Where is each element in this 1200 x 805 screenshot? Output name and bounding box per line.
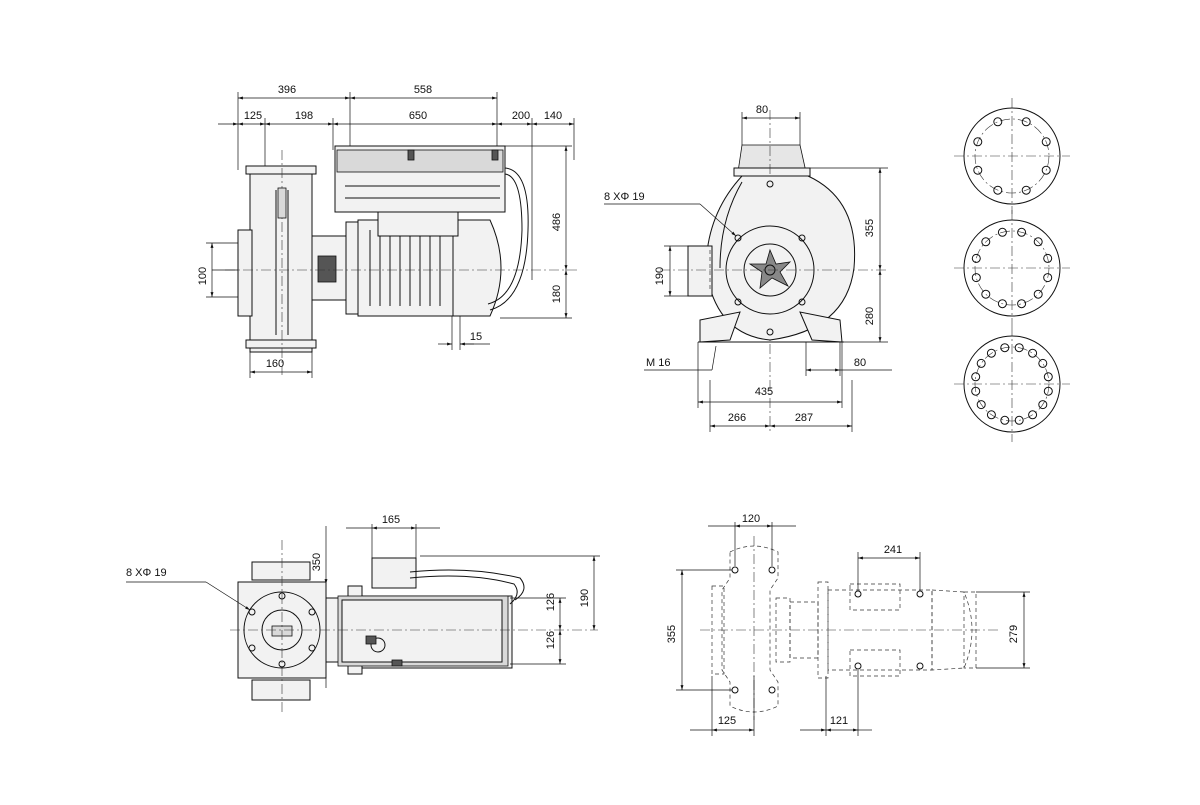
dim-190-top: 190 bbox=[579, 589, 591, 607]
flange-bolt-hole bbox=[1041, 137, 1051, 147]
flange-bolt-hole bbox=[973, 165, 983, 175]
flange-view bbox=[954, 210, 1070, 326]
dim-486: 486 bbox=[551, 213, 563, 231]
bottom-view: 120 241 355 279 125 121 bbox=[666, 513, 1030, 736]
dim-126b: 126 bbox=[545, 631, 557, 649]
front-view: 396 558 125 198 650 200 140 486 180 100 … bbox=[197, 84, 580, 378]
flange-bolt-hole bbox=[997, 299, 1007, 309]
flange-bolt-hole bbox=[976, 400, 986, 410]
side-view: 80 355 280 190 435 266 287 80 8 XΦ 19 M … bbox=[604, 104, 892, 432]
flange-bolt-hole bbox=[1043, 253, 1053, 263]
flange-bolt-hole bbox=[1043, 386, 1053, 396]
dim-350: 350 bbox=[311, 553, 323, 571]
flange-bolt-hole bbox=[993, 185, 1003, 195]
flange-set bbox=[954, 98, 1070, 442]
flange-bolt-hole bbox=[971, 386, 981, 396]
flange-bolt-hole bbox=[976, 358, 986, 368]
dim-125-bottom: 125 bbox=[718, 715, 736, 727]
dim-650: 650 bbox=[409, 110, 427, 122]
bolt-callout-top: 8 XΦ 19 bbox=[126, 567, 167, 579]
dim-200: 200 bbox=[512, 110, 530, 122]
dim-241: 241 bbox=[884, 544, 902, 556]
dim-435: 435 bbox=[755, 386, 773, 398]
dim-15: 15 bbox=[470, 331, 482, 343]
dim-126a: 126 bbox=[545, 593, 557, 611]
dim-355: 355 bbox=[864, 219, 876, 237]
dim-190: 190 bbox=[654, 267, 666, 285]
dim-80-top: 80 bbox=[756, 104, 768, 116]
bolt-callout: 8 XΦ 19 bbox=[604, 191, 645, 203]
flange-bolt-hole bbox=[1017, 227, 1027, 237]
dim-279: 279 bbox=[1008, 625, 1020, 643]
top-view: 165 350 126 126 190 8 XΦ 19 bbox=[126, 514, 600, 712]
flange-bolt-hole bbox=[997, 227, 1007, 237]
flange-bolt-hole bbox=[1038, 400, 1048, 410]
flange-bolt-hole bbox=[971, 253, 981, 263]
dim-198: 198 bbox=[295, 110, 313, 122]
flange-bolt-hole bbox=[1041, 165, 1051, 175]
flange-bolt-hole bbox=[1043, 372, 1053, 382]
flange-bolt-hole bbox=[1000, 343, 1010, 353]
dim-80-foot: 80 bbox=[854, 357, 866, 369]
dim-180: 180 bbox=[551, 285, 563, 303]
dim-120: 120 bbox=[742, 513, 760, 525]
dim-100: 100 bbox=[197, 267, 209, 285]
flange-bolt-hole bbox=[1017, 299, 1027, 309]
flange-bolt-hole bbox=[1043, 273, 1053, 283]
dim-287: 287 bbox=[795, 412, 813, 424]
flange-bolt-hole bbox=[1000, 415, 1010, 425]
thread-callout: M 16 bbox=[646, 357, 670, 369]
flange-bolt-hole bbox=[1014, 343, 1024, 353]
flange-bolt-hole bbox=[1028, 348, 1038, 358]
flange-bolt-hole bbox=[981, 237, 991, 247]
dim-165: 165 bbox=[382, 514, 400, 526]
flange-bolt-hole bbox=[1014, 415, 1024, 425]
dim-355-bottom: 355 bbox=[666, 625, 678, 643]
dim-280: 280 bbox=[864, 307, 876, 325]
flange-bolt-hole bbox=[971, 273, 981, 283]
dim-121: 121 bbox=[830, 715, 848, 727]
dim-396: 396 bbox=[278, 84, 296, 96]
dim-558: 558 bbox=[414, 84, 432, 96]
flange-bolt-hole bbox=[1021, 185, 1031, 195]
flange-bolt-hole bbox=[973, 137, 983, 147]
flange-bolt-hole bbox=[971, 372, 981, 382]
flange-view bbox=[954, 98, 1070, 214]
dim-266: 266 bbox=[728, 412, 746, 424]
flange-bolt-hole bbox=[986, 348, 996, 358]
flange-bolt-hole bbox=[981, 289, 991, 299]
flange-bolt-hole bbox=[986, 410, 996, 420]
flange-bolt-hole bbox=[1021, 117, 1031, 127]
dim-125: 125 bbox=[244, 110, 262, 122]
flange-bolt-hole bbox=[1033, 289, 1043, 299]
flange-bolt-hole bbox=[993, 117, 1003, 127]
flange-bolt-hole bbox=[1033, 237, 1043, 247]
flange-bolt-hole bbox=[1028, 410, 1038, 420]
flange-bolt-hole bbox=[1038, 358, 1048, 368]
dim-160: 160 bbox=[266, 358, 284, 370]
dim-140: 140 bbox=[544, 110, 562, 122]
flange-view bbox=[954, 326, 1070, 442]
